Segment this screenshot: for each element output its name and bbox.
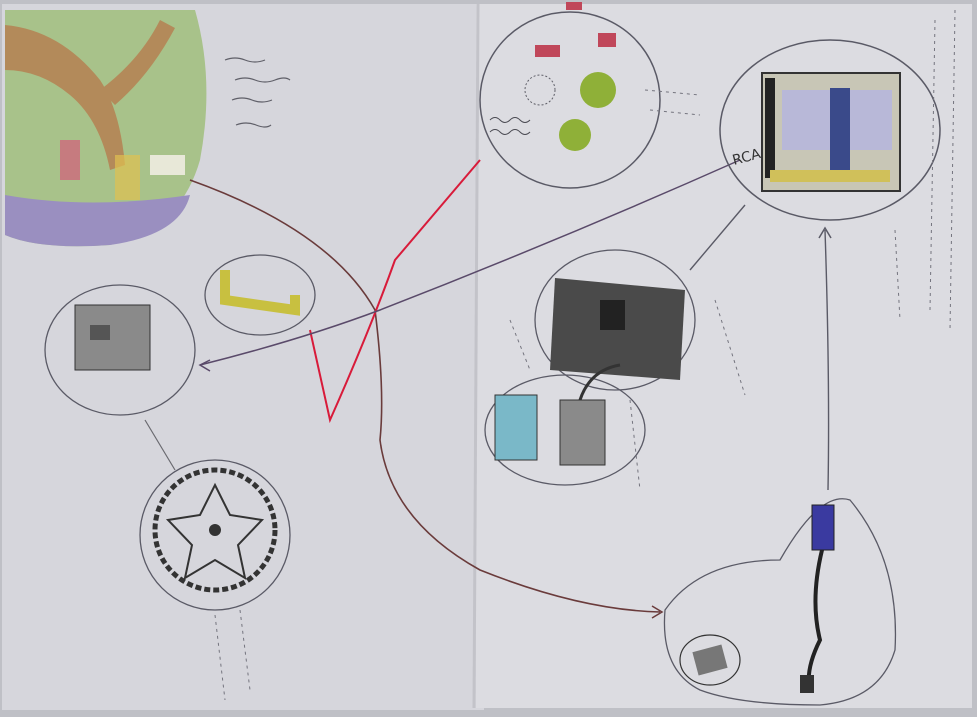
arrow-bottom <box>651 605 664 619</box>
usb-device-circle <box>663 498 897 706</box>
arrow-up <box>818 226 832 239</box>
purple-connector <box>199 159 741 366</box>
arrow-left <box>198 359 211 372</box>
dark-device-drawing <box>534 249 696 391</box>
small-connector <box>689 204 746 271</box>
gear-connector <box>144 419 176 471</box>
chips-circle <box>479 2 661 189</box>
pencil-annotations <box>214 9 956 701</box>
landscape-notes <box>224 57 291 128</box>
right-vertical-connector <box>824 229 830 491</box>
gear-circle <box>139 459 291 611</box>
rca-label: RCA <box>731 146 763 169</box>
brown-connector <box>189 179 661 613</box>
computer-drawing <box>484 363 646 486</box>
paper-fold <box>472 3 480 709</box>
landscape-drawing <box>5 10 207 247</box>
connector-piece-circle <box>204 254 316 336</box>
circuit-board-circle <box>44 284 196 416</box>
red-connector <box>309 159 481 424</box>
rca-monitor-circle <box>719 39 941 221</box>
